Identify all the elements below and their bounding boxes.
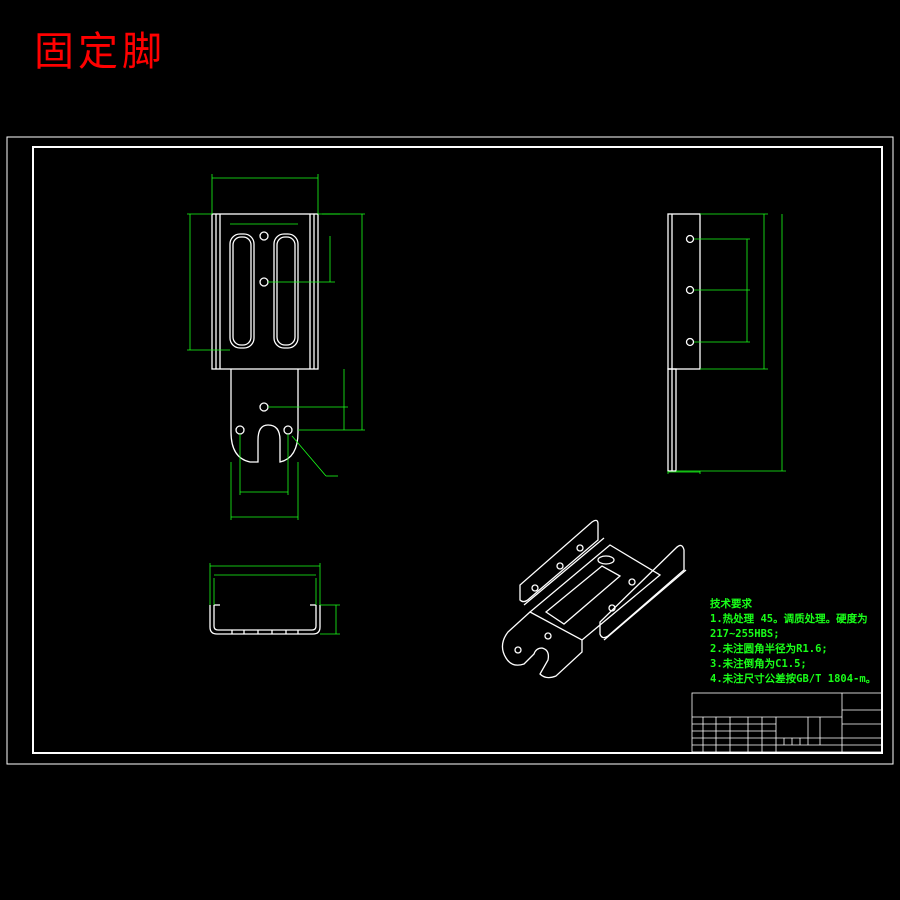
top-view xyxy=(209,604,321,635)
side-view-dimensions xyxy=(667,213,786,474)
note-line-2: 217~255HBS; xyxy=(710,628,780,640)
outer-sheet-border xyxy=(6,136,894,765)
isometric-view xyxy=(501,519,687,679)
note-line-3: 2.未注圆角半径为R1.6; xyxy=(710,643,828,655)
technical-requirements: 技术要求 1.热处理 45。调质处理。硬度为 217~255HBS; 2.未注圆… xyxy=(710,597,876,687)
drawing-title: 固定脚 xyxy=(34,29,166,75)
notes-heading: 技术要求 xyxy=(710,598,752,610)
inner-drawing-frame xyxy=(32,146,883,754)
front-view-dimensions xyxy=(187,174,365,520)
note-line-1: 1.热处理 45。调质处理。硬度为 xyxy=(710,613,868,625)
title-block xyxy=(691,692,883,753)
note-line-4: 3.未注倒角为C1.5; xyxy=(710,658,807,670)
top-view-dimensions xyxy=(209,563,340,635)
front-view xyxy=(211,213,319,463)
note-line-5: 4.未注尺寸公差按GB/T 1804-m。 xyxy=(710,673,877,685)
side-view xyxy=(667,213,701,472)
